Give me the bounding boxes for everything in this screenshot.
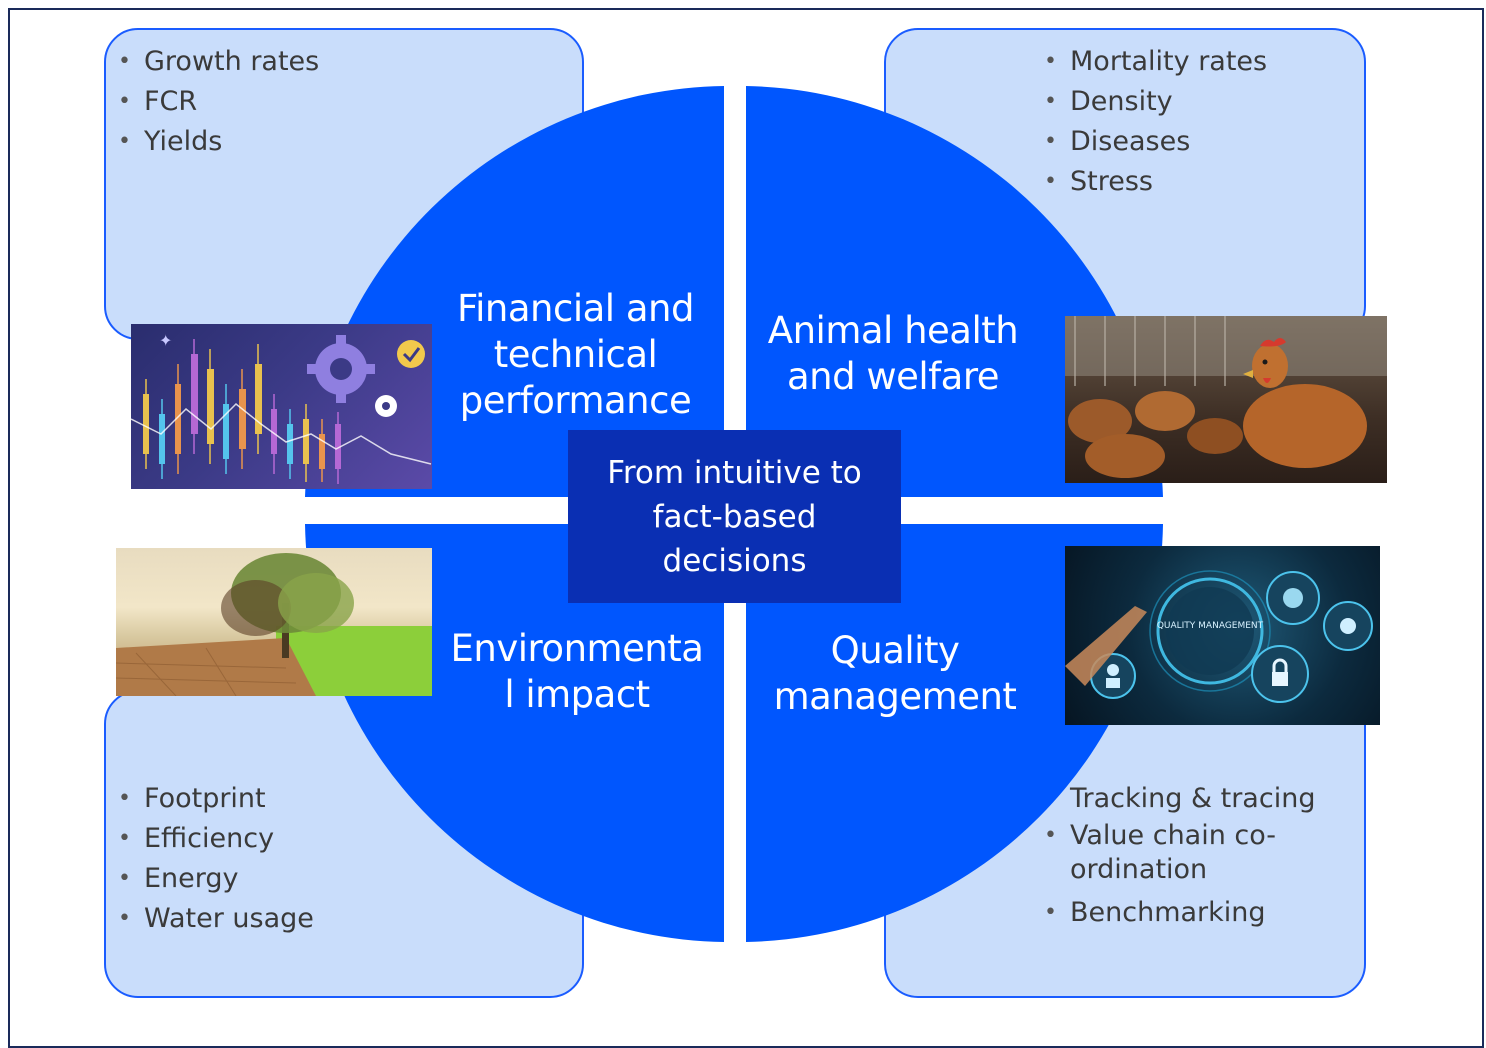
- gear-icon: [1323, 601, 1373, 651]
- check-icon: [397, 340, 425, 368]
- environmental-metrics-list: Footprint Efficiency Energy Water usage: [118, 779, 314, 939]
- center-statement: From intuitive to fact-based decisions: [568, 430, 901, 603]
- list-item: Efficiency: [118, 819, 314, 859]
- list-item: Water usage: [118, 899, 314, 939]
- list-item: Mortality rates: [1044, 42, 1267, 82]
- list-item: Stress: [1044, 162, 1267, 202]
- quality-metrics-list: Tracking & tracing Value chain co-ordina…: [1044, 779, 1334, 933]
- tree-landscape-illustration: [116, 553, 432, 696]
- quadrant-bottom-right: [746, 524, 1163, 942]
- quality-tech-photo: QUALITY MANAGEMENT: [1065, 546, 1380, 725]
- hens-photo: [1065, 316, 1387, 483]
- center-statement-text: From intuitive to fact-based decisions: [607, 454, 862, 579]
- hens-illustration: [1065, 316, 1387, 478]
- quadrant-label-financial: Financial and technical performance: [457, 287, 694, 422]
- list-item: Value chain co-ordination: [1044, 819, 1334, 887]
- list-item: Energy: [118, 859, 314, 899]
- brain-icon: [1266, 571, 1320, 625]
- list-item: Tracking & tracing: [1070, 783, 1316, 814]
- list-item: Density: [1044, 82, 1267, 122]
- animal-health-metrics-list: Mortality rates Density Diseases Stress: [1044, 42, 1267, 202]
- list-item: Yields: [118, 122, 319, 162]
- quadrant-label-environmental: Environmenta l impact: [450, 627, 704, 716]
- list-item: Growth rates: [118, 42, 319, 82]
- gear-icon: [375, 395, 397, 417]
- list-item: Benchmarking: [1044, 893, 1334, 933]
- quality-tech-illustration: QUALITY MANAGEMENT: [1065, 570, 1373, 703]
- financial-chart-image: ✦: [131, 324, 432, 489]
- quadrant-label-quality: Quality management: [773, 629, 1017, 718]
- list-item: Diseases: [1044, 122, 1267, 162]
- financial-metrics-list: Growth rates FCR Yields: [118, 42, 319, 162]
- quality-badge-text: QUALITY MANAGEMENT: [1157, 621, 1264, 631]
- landscape-photo: [116, 548, 432, 696]
- quadrant-label-animal-health: Animal health and welfare: [767, 309, 1019, 398]
- quadrant-top-right: [746, 86, 1163, 497]
- list-item: Footprint: [118, 779, 314, 819]
- list-item: FCR: [118, 82, 319, 122]
- lock-icon: [1251, 645, 1309, 703]
- candlestick-gears-illustration: ✦: [131, 331, 432, 484]
- svg-text:✦: ✦: [159, 331, 172, 350]
- gear-icon: [307, 335, 375, 403]
